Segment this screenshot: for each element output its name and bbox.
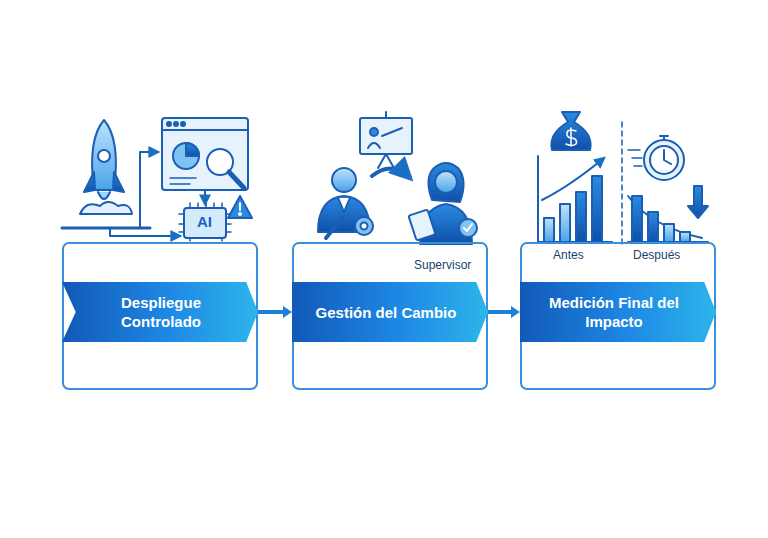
axis-label: Después — [633, 248, 680, 262]
step-title: Medición Final del Impacto — [534, 293, 694, 331]
process-box: Medición Final del Impacto — [520, 242, 716, 390]
step-title: Despliegue Controlado — [86, 293, 236, 331]
flow-arrow — [488, 306, 520, 318]
axis-label: Antes — [553, 248, 584, 262]
role-label: Supervisor — [414, 258, 471, 272]
flow-arrow — [258, 306, 292, 318]
step-banner: Medición Final del Impacto — [520, 282, 716, 342]
process-box: Despliegue Controlado — [62, 242, 258, 390]
step-banner: Gestión del Cambio — [292, 282, 488, 342]
chip-label: AI — [197, 215, 212, 229]
step-banner: Despliegue Controlado — [62, 282, 258, 342]
step-title: Gestión del Cambio — [316, 303, 457, 322]
